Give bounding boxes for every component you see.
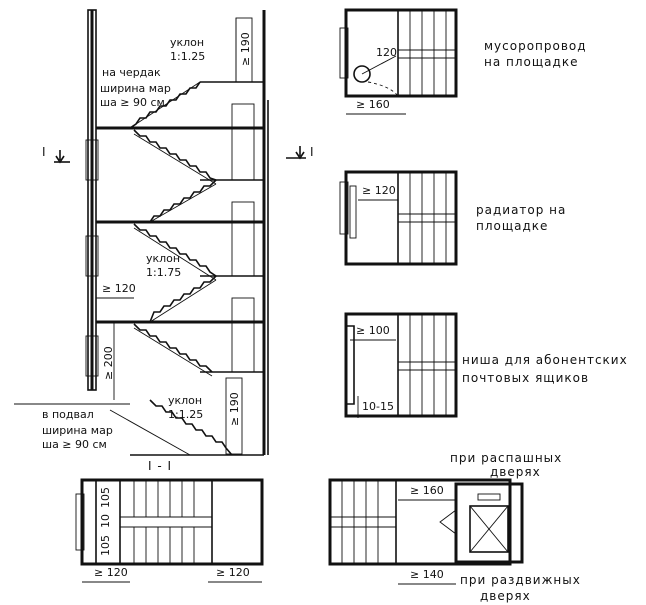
plan-dim-105-a: 105 bbox=[99, 487, 112, 508]
elevator-icon bbox=[469, 505, 509, 553]
chute-dim-160: ≥ 160 bbox=[356, 98, 390, 111]
right-wall bbox=[262, 10, 269, 455]
niche-caption-2: почтовых ящиков bbox=[462, 371, 589, 385]
dim-h190-top-text: ≥ 190 bbox=[239, 32, 252, 66]
basement-label: в подвал bbox=[42, 408, 94, 421]
stair-flights bbox=[14, 81, 233, 456]
door-slide-caption-1: при раздвижных bbox=[460, 573, 581, 587]
dim-h190-bot: ≥ 190 bbox=[225, 377, 243, 455]
chute-caption-1: мусоропровод bbox=[484, 39, 587, 53]
plan-treads-top bbox=[133, 480, 195, 517]
door-dim-140: ≥ 140 bbox=[410, 568, 444, 581]
radiator-dim-120: ≥ 120 bbox=[362, 184, 396, 197]
flight-width-top-1: ширина мар bbox=[100, 82, 171, 95]
door-slide-caption-2: дверях bbox=[480, 589, 531, 603]
radiator-caption-1: радиатор на bbox=[476, 203, 566, 217]
slope-mid-ratio: 1:1.75 bbox=[146, 266, 181, 279]
chute-caption-2: на площадке bbox=[484, 55, 578, 69]
section-view: I I ≥ 190 ≥ 200 ≥ 190 ≥ 120 уклон 1:1.25 bbox=[14, 9, 315, 456]
door-swing-caption-1: при распашных bbox=[450, 451, 562, 465]
section-title: I - I bbox=[148, 459, 172, 473]
door-dim-160: ≥ 160 bbox=[410, 484, 444, 497]
plan-garbage-chute: 120 ≥ 160 мусоропровод на площадке bbox=[339, 8, 587, 115]
slope-bot-label: уклон bbox=[168, 394, 202, 407]
radiator-icon bbox=[349, 185, 357, 239]
dim-h200: ≥ 200 bbox=[102, 322, 115, 400]
left-wall bbox=[87, 9, 97, 391]
plan-dim-105-b: 105 bbox=[99, 535, 112, 556]
flight-width-bot-2: ша ≥ 90 см bbox=[42, 438, 107, 451]
slope-top-ratio: 1:1.25 bbox=[170, 50, 205, 63]
plan-mailbox-niche: ≥ 100 10-15 ниша для абонентских почтовы… bbox=[344, 312, 628, 418]
flight-width-bot-1: ширина мар bbox=[42, 424, 113, 437]
plan-radiator: ≥ 120 радиатор на площадке bbox=[339, 170, 566, 266]
plan-elevator-doors: ≥ 160 ≥ 140 при распашных дверях при раз… bbox=[328, 451, 581, 603]
dim-w120-mid-text: ≥ 120 bbox=[102, 282, 136, 295]
section-marker-left: I bbox=[42, 145, 70, 164]
section-mark-right-text: I bbox=[310, 145, 315, 159]
attic-label: на чердак bbox=[102, 66, 161, 79]
plan-section-1-1: I - I 105 10 105 ≥ 120 ≥ 120 bbox=[75, 459, 264, 583]
doors bbox=[231, 103, 255, 373]
section-mark-left-text: I bbox=[42, 145, 47, 159]
slope-mid-label: уклон bbox=[146, 252, 180, 265]
niche-caption-1: ниша для абонентских bbox=[462, 353, 628, 367]
plan-dim-120-left: ≥ 120 bbox=[94, 566, 128, 579]
plan-dim-120-right: ≥ 120 bbox=[216, 566, 250, 579]
chute-dim-120: 120 bbox=[376, 46, 397, 59]
radiator-caption-2: площадке bbox=[476, 219, 548, 233]
dim-h190-top: ≥ 190 bbox=[235, 17, 253, 83]
chute-icon bbox=[353, 65, 371, 83]
slope-top-label: уклон bbox=[170, 36, 204, 49]
dim-h200-text: ≥ 200 bbox=[102, 346, 115, 380]
dim-w120-mid: ≥ 120 bbox=[96, 282, 136, 299]
dim-h190-bot-text: ≥ 190 bbox=[228, 392, 241, 426]
plan-dim-10: 10 bbox=[99, 514, 112, 528]
windows bbox=[85, 139, 99, 377]
flight-width-top-2: ша ≥ 90 см bbox=[100, 96, 165, 109]
plan-treads-bottom bbox=[133, 527, 195, 564]
niche-dim-10-15: 10-15 bbox=[362, 400, 394, 413]
slope-bot-ratio: 1:1.25 bbox=[168, 408, 203, 421]
section-marker-right: I bbox=[286, 145, 315, 160]
door-swing-caption-2: дверях bbox=[490, 465, 541, 479]
niche-dim-100: ≥ 100 bbox=[356, 324, 390, 337]
